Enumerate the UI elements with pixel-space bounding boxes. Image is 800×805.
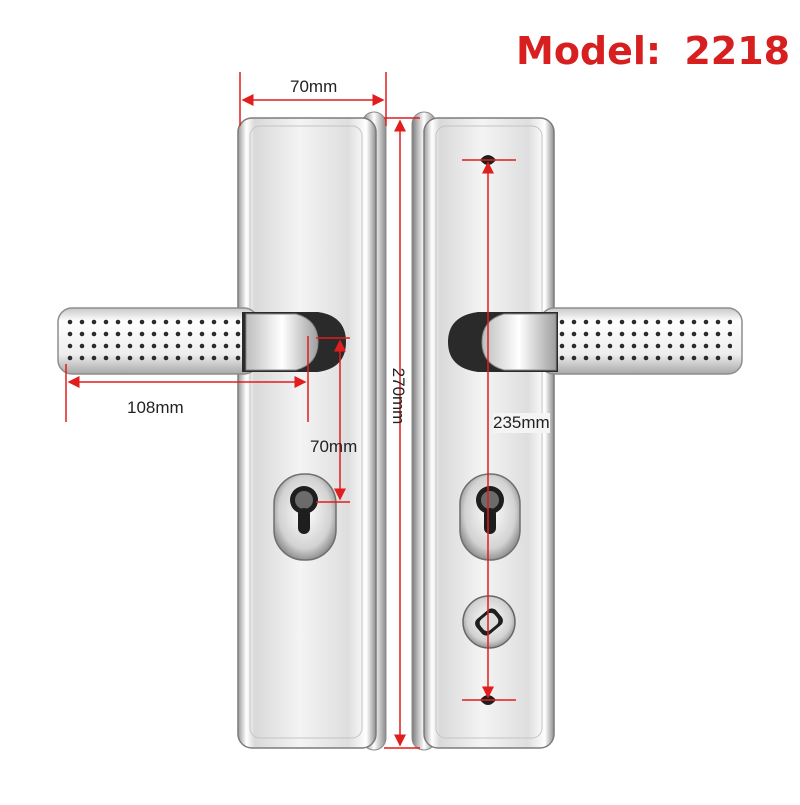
left-lever-handle [57, 307, 346, 375]
screw-spacing-label: 235mm [493, 413, 550, 433]
plate-width-label: 70mm [290, 77, 338, 96]
handle-length-label: 108mm [127, 398, 184, 417]
plate-height-label: 270mm [389, 367, 408, 425]
model-prefix: Model: [516, 29, 662, 73]
right-key-cylinder [459, 473, 521, 561]
thumb-turn-knob [462, 595, 516, 649]
spindle-cylinder-distance-label: 70mm [310, 437, 358, 456]
dimension-lines [65, 72, 516, 749]
model-number: 2218 [684, 29, 791, 73]
model-title: Model: 2218 [516, 28, 790, 74]
left-key-cylinder [273, 473, 337, 561]
left-plate [237, 111, 387, 751]
right-lever-handle [448, 307, 743, 375]
